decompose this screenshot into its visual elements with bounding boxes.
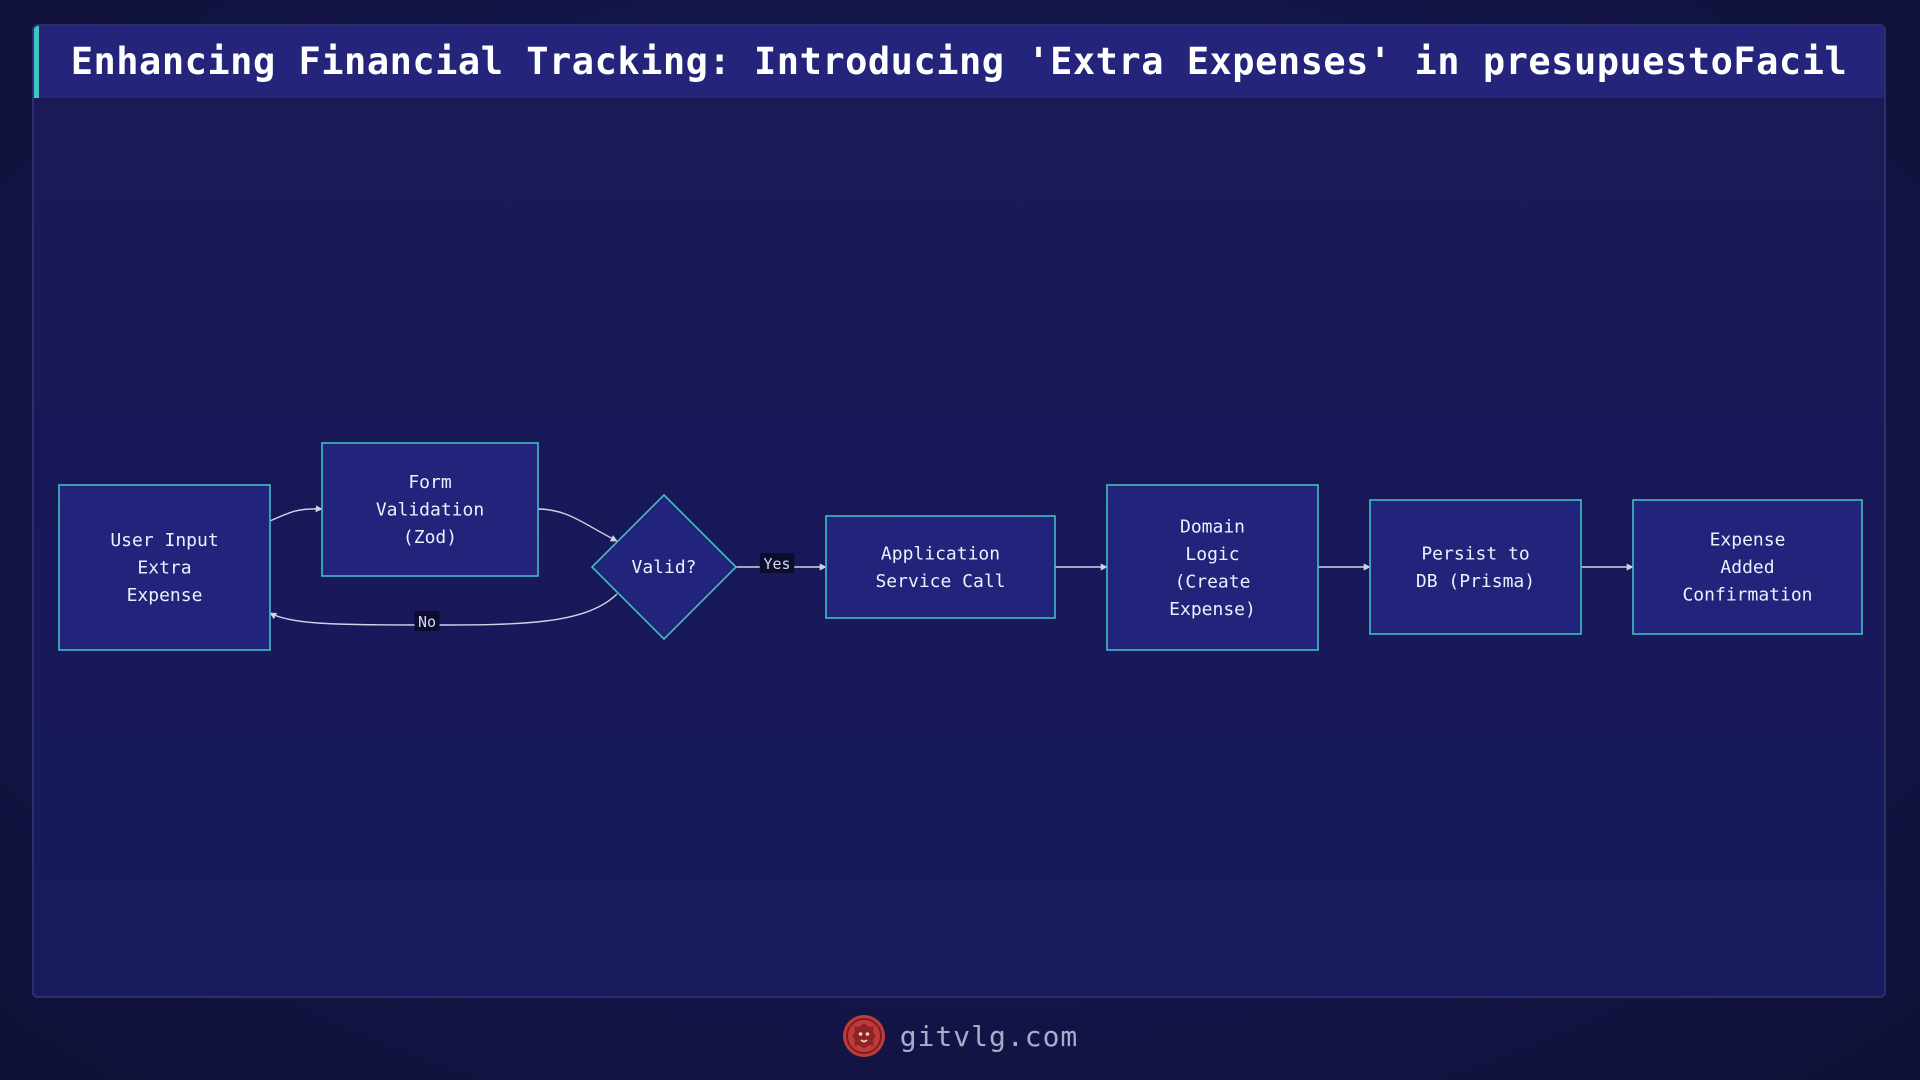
edge-valid-to-user_input — [269, 593, 618, 626]
footer: gitvlg.com — [0, 1010, 1920, 1062]
node-label-line: Service Call — [875, 571, 1005, 592]
node-label-line: DB (Prisma) — [1416, 571, 1535, 592]
node-label-line: Form — [408, 472, 451, 493]
node-label-line: Persist to — [1421, 543, 1529, 564]
lion-head-icon — [842, 1015, 885, 1057]
process-box — [825, 515, 1056, 619]
node-label-line: Expense — [127, 585, 203, 606]
node-valid: Valid? — [590, 493, 738, 641]
edge-user_input-to-form_validation — [269, 505, 323, 522]
edge-label-text: No — [418, 613, 436, 631]
process-box — [1369, 499, 1582, 635]
page-title: Enhancing Financial Tracking: Introducin… — [70, 40, 1848, 83]
footer-site-text: gitvlg.com — [899, 1019, 1079, 1053]
process-box — [1106, 484, 1319, 651]
node-label-line: Valid? — [631, 557, 696, 578]
nodes-layer: User InputExtraExpenseFormValidation(Zod… — [58, 442, 1863, 651]
edge-label-no: No — [414, 611, 440, 631]
node-label-line: Domain — [1180, 516, 1245, 537]
node-label-line: Validation — [376, 500, 484, 521]
process-box — [1632, 499, 1863, 635]
node-label-line: Application — [881, 543, 1000, 564]
node-label-line: Confirmation — [1682, 585, 1812, 606]
node-label-line: User Input — [110, 530, 218, 551]
edge-label-background — [759, 553, 795, 573]
decision-diamond — [590, 493, 738, 641]
edge-label-background — [414, 611, 440, 631]
process-box — [321, 442, 539, 577]
node-label-line: Expense — [1710, 530, 1786, 551]
edge-form_validation-to-valid — [537, 508, 618, 542]
node-label-line: Logic — [1185, 544, 1239, 565]
node-label-line: (Zod) — [403, 527, 457, 548]
edge-label-text: Yes — [763, 555, 790, 573]
title-bar — [34, 26, 1884, 98]
node-label-line: (Create — [1175, 571, 1251, 592]
node-label-line: Extra — [137, 558, 191, 579]
node-persist-db: Persist to DB (Prisma) — [1369, 499, 1582, 635]
edge-label-yes: Yes — [759, 553, 795, 573]
node-label-line: Added — [1720, 557, 1774, 578]
node-label-line: Expense) — [1169, 599, 1256, 620]
process-box — [58, 484, 271, 651]
